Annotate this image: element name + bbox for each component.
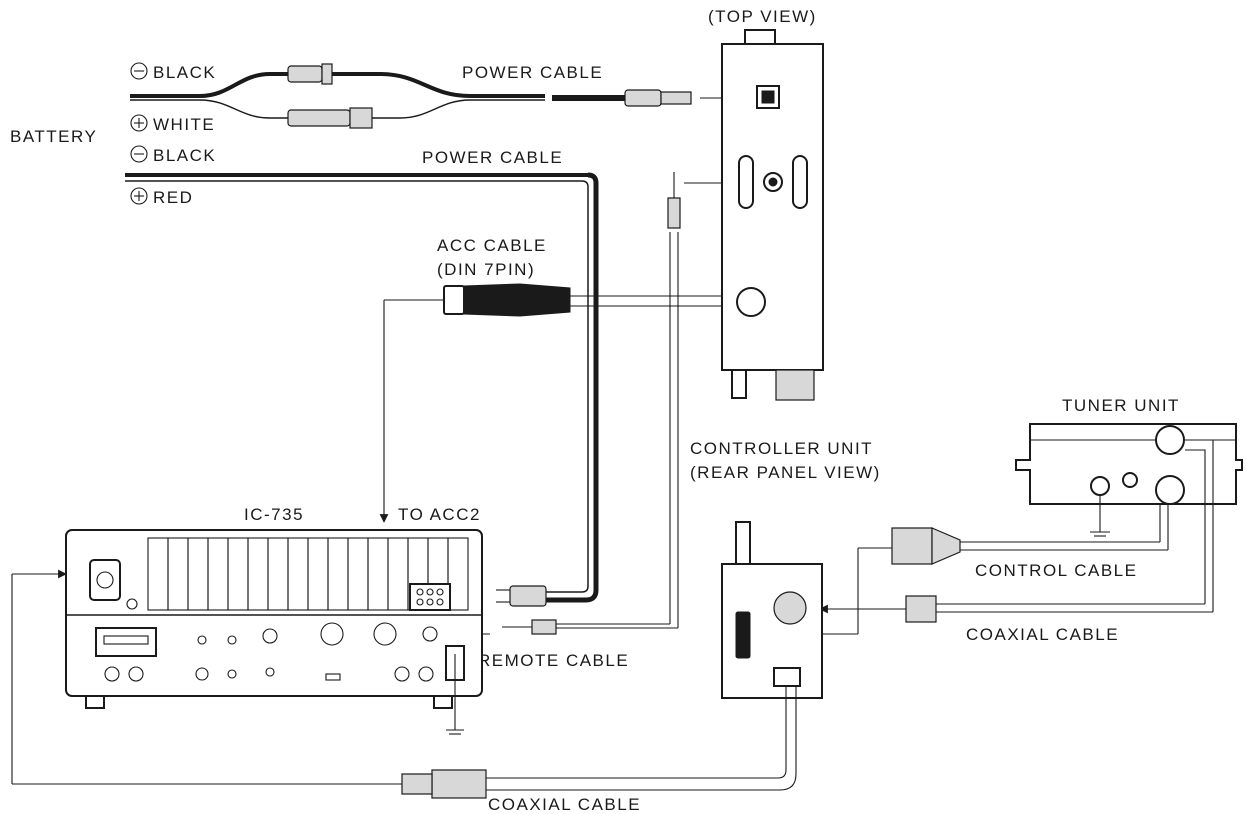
black-wire-label-2: BLACK <box>153 146 216 165</box>
tuner-unit <box>1015 423 1243 537</box>
power-cable-label-1: POWER CABLE <box>462 63 603 82</box>
polarity-plus-icon <box>130 114 148 132</box>
power-cable-1 <box>130 63 753 129</box>
red-wire-label: RED <box>153 188 193 207</box>
coaxial-cable-label-2: COAXIAL CABLE <box>488 795 641 814</box>
power-cable-2 <box>125 172 599 607</box>
rear-panel-view-label: (REAR PANEL VIEW) <box>690 463 881 482</box>
power-cable-label-2: POWER CABLE <box>422 148 563 167</box>
top-view-label: (TOP VIEW) <box>708 7 817 26</box>
controller-unit-label: CONTROLLER UNIT <box>690 439 873 458</box>
ic735-label: IC-735 <box>244 505 304 524</box>
acc-cable-label: ACC CABLE <box>437 236 547 255</box>
polarity-minus-icon <box>130 145 148 163</box>
acc-cable <box>379 283 738 523</box>
junction-box <box>721 521 823 699</box>
black-wire-label-1: BLACK <box>153 63 216 82</box>
polarity-plus-icon <box>130 187 148 205</box>
to-acc2-label: TO ACC2 <box>398 505 481 524</box>
remote-cable-label: REMOTE CABLE <box>478 651 629 670</box>
controller-unit <box>721 29 824 401</box>
battery-label: BATTERY <box>10 127 97 146</box>
coaxial-cable-2 <box>11 569 797 799</box>
white-wire-label: WHITE <box>153 115 215 134</box>
din-7pin-label: (DIN 7PIN) <box>437 260 535 279</box>
coaxial-cable-1 <box>819 439 1214 623</box>
control-cable-label: CONTROL CABLE <box>975 561 1137 580</box>
polarity-minus-icon <box>130 62 148 80</box>
coaxial-cable-label-1: COAXIAL CABLE <box>966 625 1119 644</box>
ic735-transceiver <box>65 529 483 735</box>
tuner-unit-label: TUNER UNIT <box>1062 396 1180 415</box>
